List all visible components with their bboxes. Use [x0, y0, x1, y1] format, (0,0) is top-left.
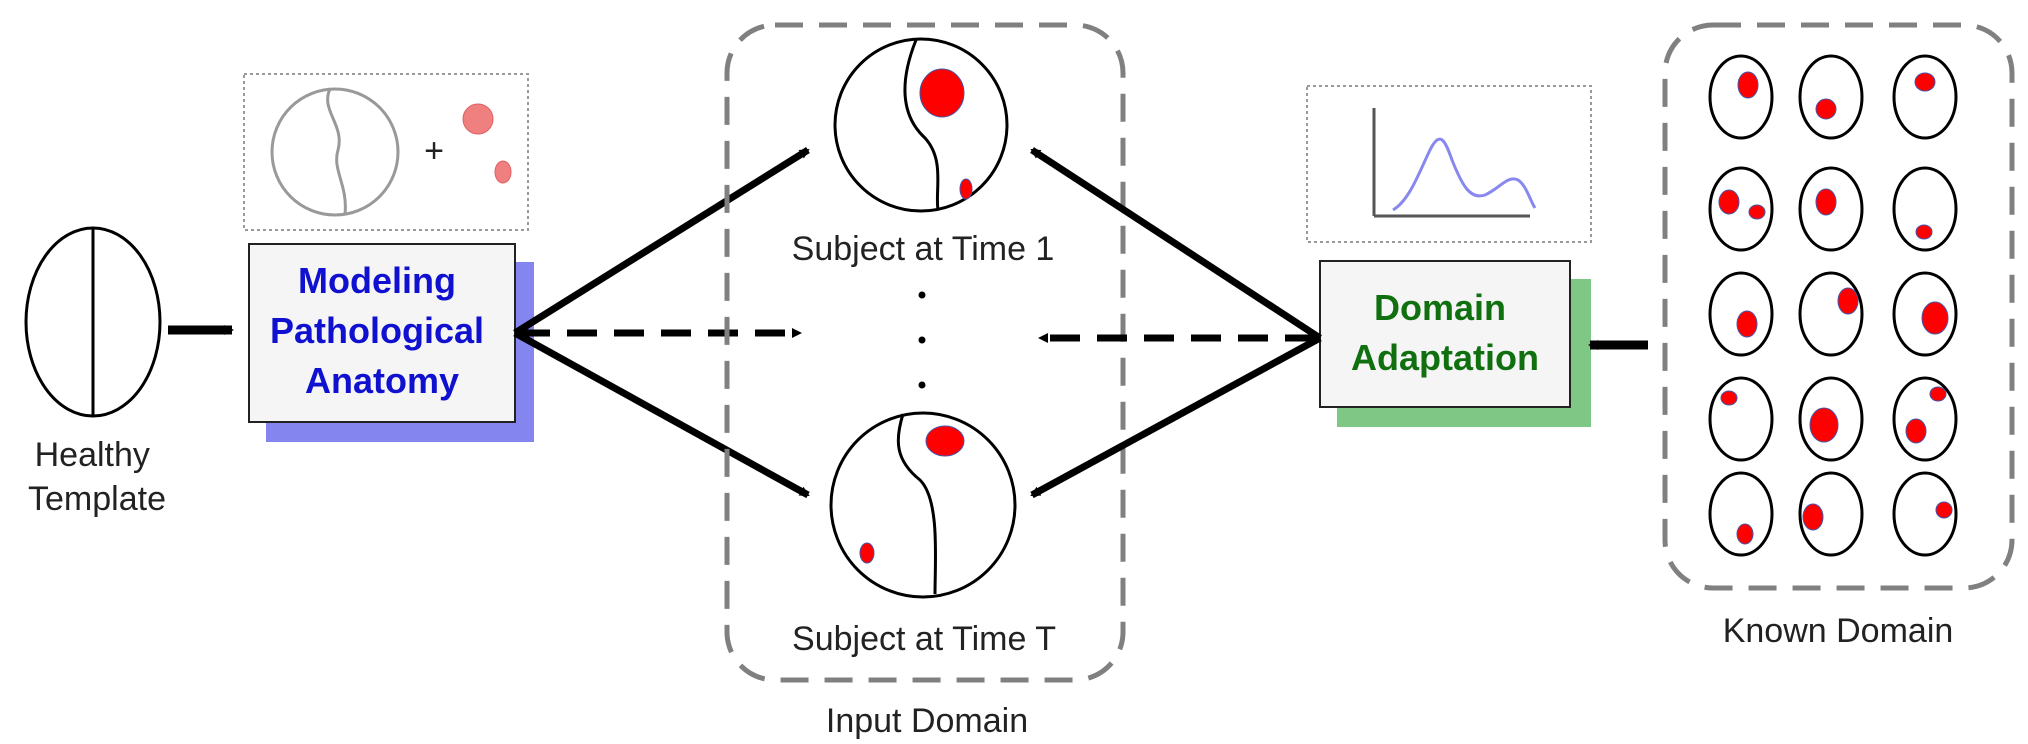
lesion-icon — [1921, 301, 1949, 335]
subject-timeT-label: Subject at Time T — [792, 620, 1056, 658]
lesion-icon — [1748, 204, 1766, 220]
lesion-icon — [919, 68, 965, 118]
domain-adaptation-label: Domain Adaptation — [1351, 287, 1539, 378]
lesion-icon — [1905, 418, 1927, 444]
lesion-icon — [1815, 188, 1837, 216]
lesion-icon — [1737, 71, 1759, 99]
lesion-icon — [494, 160, 512, 184]
subject-timeT-brain-icon — [829, 411, 1017, 599]
known-brain-icon — [1798, 376, 1864, 462]
domain-adaptation-line2: Adaptation — [1351, 337, 1539, 378]
lesion-icon — [1718, 189, 1740, 215]
domain-adaptation-box: Domain Adaptation — [1319, 260, 1591, 427]
modeling-pathological-anatomy-box: Modeling Pathological Anatomy — [248, 243, 534, 442]
modeling-line1: Modeling — [298, 260, 456, 301]
known-domain-label: Known Domain — [1723, 612, 1954, 650]
lesion-icon — [1809, 407, 1839, 443]
known-domain-container — [1662, 22, 2015, 591]
known-brain-icon — [1892, 166, 1958, 252]
lesion-icon — [925, 425, 965, 457]
lesion-icon — [462, 103, 494, 135]
known-brain-icon — [1708, 376, 1774, 462]
pathology-model-inset: + — [243, 73, 529, 231]
lesion-icon — [1736, 523, 1754, 545]
arrow-modeling-to-time1 — [513, 147, 810, 336]
healthy-template-label-line2: Template — [28, 480, 166, 518]
lesion-icon — [1929, 386, 1947, 402]
domain-adaptation-line1: Domain — [1374, 287, 1506, 328]
healthy-template-brain-icon — [24, 226, 162, 418]
ellipsis-dots — [918, 291, 926, 389]
lesion-icon — [1736, 310, 1758, 338]
lesion-icon — [1837, 287, 1859, 315]
lesion-icon — [859, 542, 875, 564]
known-domain-grid — [1708, 54, 1958, 557]
known-brain-icon — [1708, 54, 1774, 140]
lesion-icon — [1802, 503, 1824, 531]
distribution-curve-inset — [1306, 85, 1592, 243]
modeling-line3: Anatomy — [305, 360, 459, 401]
lesion-icon — [1915, 224, 1933, 240]
arrow-adaptation-to-timeT — [1030, 334, 1322, 499]
arrow-modeling-to-timeT — [513, 329, 810, 499]
known-brain-icon — [1708, 471, 1774, 557]
lesion-icon — [1815, 98, 1837, 120]
known-brain-icon — [1892, 271, 1958, 357]
known-brain-icon — [1708, 271, 1774, 357]
subject-time1-label: Subject at Time 1 — [792, 230, 1055, 268]
distribution-curve — [1392, 137, 1537, 212]
known-brain-icon — [1798, 166, 1864, 252]
known-brain-icon — [1798, 54, 1864, 140]
lesion-icon — [959, 178, 973, 200]
known-brain-icon — [1892, 471, 1958, 557]
arrow-adaptation-to-time1 — [1030, 147, 1322, 341]
healthy-template-label: Healthy Template — [28, 436, 166, 518]
lesion-icon — [1914, 72, 1936, 92]
healthy-template-label-line1: Healthy — [35, 436, 150, 474]
known-brain-icon — [1708, 166, 1774, 252]
known-brain-icon — [1892, 376, 1958, 462]
input-domain-container — [724, 22, 1126, 683]
inset-brain-icon — [270, 87, 400, 217]
modeling-line2: Pathological — [270, 310, 484, 351]
known-brain-icon — [1892, 54, 1958, 140]
input-domain-label: Input Domain — [826, 702, 1028, 740]
lesion-icon — [1720, 390, 1738, 406]
known-brain-icon — [1798, 471, 1864, 557]
known-brain-icon — [1798, 271, 1864, 357]
subject-time1-brain-icon — [833, 37, 1009, 213]
modeling-box-label: Modeling Pathological Anatomy — [270, 260, 494, 401]
lesion-icon — [1935, 501, 1953, 519]
plus-sign: + — [424, 132, 444, 170]
